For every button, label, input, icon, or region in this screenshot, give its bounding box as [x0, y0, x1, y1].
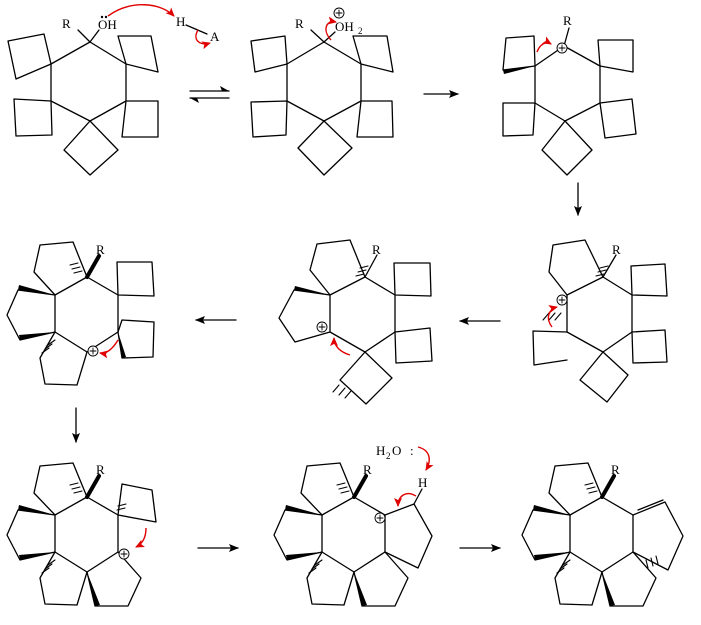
- molecule-8-carbocation: R H H 2 O :: [273, 443, 434, 607]
- svg-text:O: O: [392, 443, 401, 458]
- svg-text::: :: [410, 443, 414, 458]
- substituent-R-label: R: [363, 462, 372, 477]
- molecule-4-carbocation: R: [532, 239, 668, 403]
- equilibrium-arrows: [189, 86, 230, 103]
- carbocation-plus-icon: [87, 345, 99, 357]
- curly-arrow-lonepair-to-H: [107, 4, 175, 17]
- curly-arrow-deprotonation: [417, 446, 434, 471]
- substituent-R-label: R: [295, 16, 304, 31]
- carbocation-plus-icon: [374, 512, 386, 524]
- carbocation-plus-icon: [316, 321, 328, 333]
- substituent-R-label: R: [612, 242, 621, 257]
- curly-arrow-HA-bond: [195, 29, 211, 50]
- substituent-R-label: R: [62, 16, 71, 31]
- acid-A-label: A: [210, 29, 220, 44]
- svg-text:H: H: [376, 443, 385, 458]
- positive-charge-icon: [333, 7, 345, 19]
- substituent-R-label: R: [372, 242, 381, 257]
- carbocation-plus-icon: [556, 294, 568, 306]
- curly-arrow-CH-bond: [394, 492, 417, 507]
- molecule-5-carbocation: R: [278, 239, 433, 405]
- molecule-2-oxonium: R OH 2: [250, 7, 394, 176]
- curly-arrow-shift: [135, 527, 147, 548]
- oxonium-subscript-2: 2: [358, 26, 363, 36]
- curly-arrow-leaving-water: [325, 16, 337, 41]
- molecule-3-carbocation: R: [502, 13, 637, 176]
- substituent-R-label: R: [611, 462, 620, 477]
- svg-text:2: 2: [386, 451, 391, 461]
- curly-arrow-shift: [330, 337, 351, 356]
- acid-H-label: H: [176, 14, 185, 29]
- water-molecule-label: H 2 O :: [376, 443, 414, 461]
- curly-arrow-ring-expansion: [536, 36, 552, 53]
- molecule-1-alcohol: R OH H A: [7, 4, 220, 176]
- oxonium-OH-label: OH: [335, 19, 354, 34]
- substituent-R-label: R: [96, 462, 105, 477]
- hydroxyl-label: OH: [98, 17, 117, 32]
- carbocation-plus-icon: [556, 42, 568, 54]
- curly-arrow-shift: [547, 305, 558, 328]
- molecule-7-carbocation: R: [6, 462, 157, 607]
- substituent-R-label: R: [96, 242, 105, 257]
- substituent-R-label: R: [563, 13, 572, 28]
- carbocation-plus-icon: [118, 548, 130, 560]
- molecule-6-carbocation: R: [6, 241, 155, 386]
- curly-arrow-shift: [99, 339, 119, 359]
- H-label: H: [418, 475, 427, 490]
- molecule-9-product: R: [521, 462, 684, 607]
